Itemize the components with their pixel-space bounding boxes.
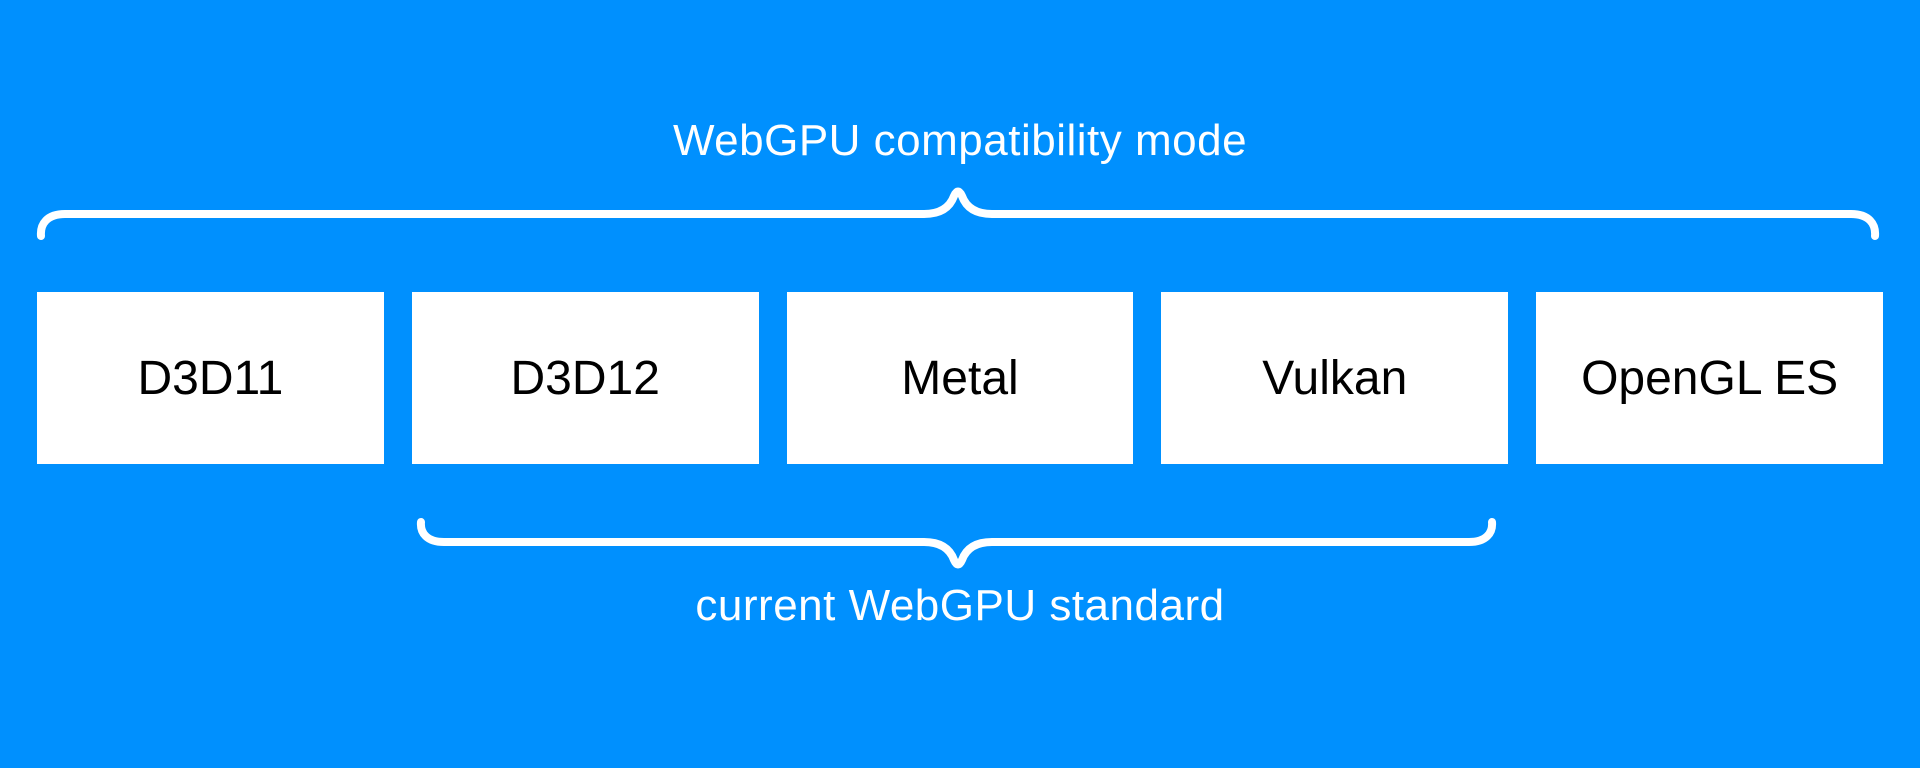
api-box-label: D3D11 bbox=[137, 351, 284, 405]
bottom-brace-label: current WebGPU standard bbox=[695, 581, 1225, 630]
api-box-vulkan: Vulkan bbox=[1161, 292, 1509, 464]
api-boxes-row: D3D11 D3D12 Metal Vulkan OpenGL ES bbox=[37, 292, 1883, 464]
api-box-label: OpenGL ES bbox=[1581, 351, 1839, 405]
api-box-opengl-es: OpenGL ES bbox=[1536, 292, 1883, 464]
top-brace-label: WebGPU compatibility mode bbox=[672, 116, 1248, 165]
api-box-label: Metal bbox=[901, 351, 1019, 405]
bottom-brace-icon bbox=[416, 518, 1497, 569]
api-box-d3d12: D3D12 bbox=[411, 292, 759, 464]
api-box-d3d11: D3D11 bbox=[37, 292, 384, 464]
top-brace-icon bbox=[36, 187, 1880, 240]
api-box-label: D3D12 bbox=[510, 351, 660, 405]
api-box-metal: Metal bbox=[786, 292, 1134, 464]
api-box-label: Vulkan bbox=[1262, 351, 1408, 405]
